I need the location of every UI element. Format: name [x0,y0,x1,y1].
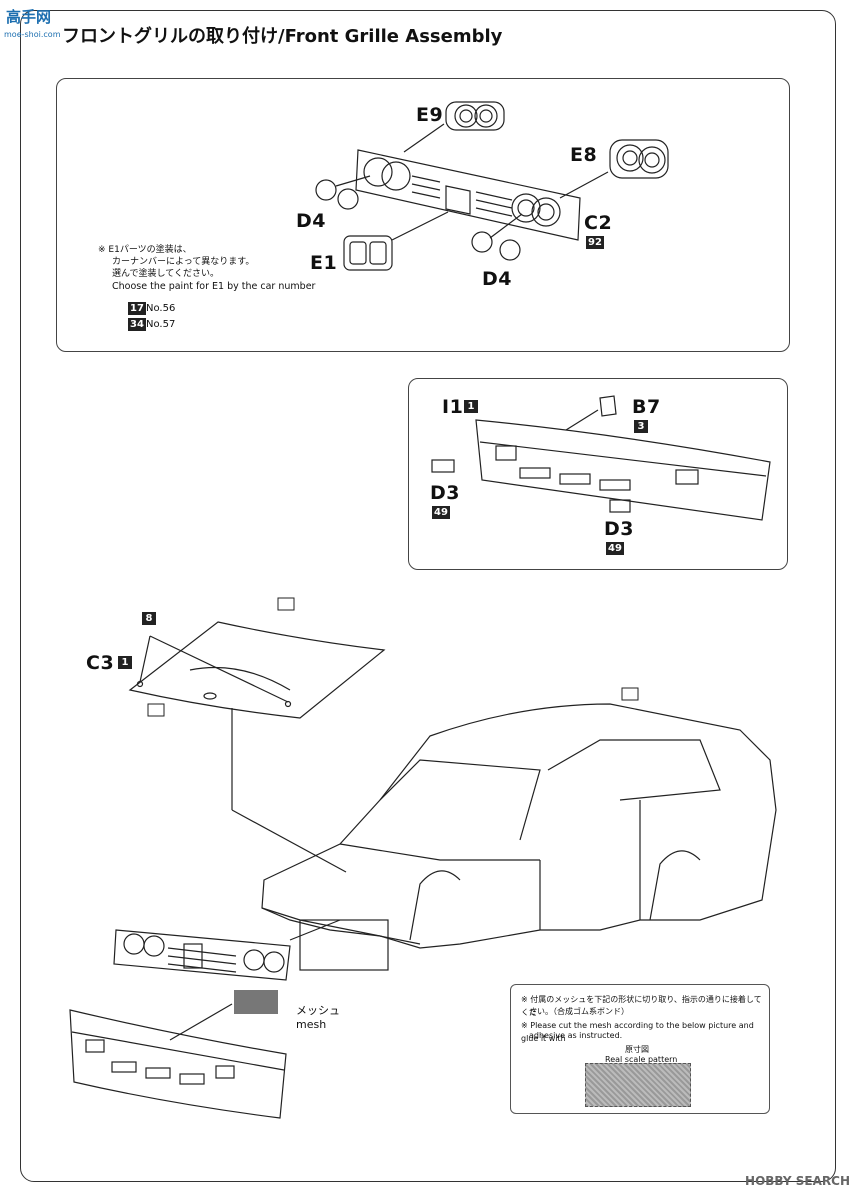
paint-swatch-icons [147,597,639,717]
label-e1: E1 [310,252,338,274]
car-number-badge-2: 34 [128,318,146,331]
label-d3-right: D3 [604,518,634,540]
label-d4-left: D4 [296,210,326,232]
car-number-badge-1: 17 [128,302,146,315]
mesh-scale-pattern [585,1063,691,1107]
front-bumper-part [475,419,771,521]
paint-note-line-3: 選んで塗装してください。 [112,269,220,279]
note-jp-line-2: さい。（合成ゴム系ボンド） [529,1007,629,1016]
e8-bezel [609,139,669,179]
bumper-part-lower [69,1009,287,1119]
badge-i1: 1 [464,400,478,413]
bumper-panel [408,378,788,570]
page-frame [20,10,836,1182]
badge-c3: 1 [118,656,132,669]
paint-note-line-4: Choose the paint for E1 by the car numbe… [112,281,316,292]
badge-d3-right: 49 [606,542,624,555]
watermark-logo: 高手网 [6,8,52,26]
label-i1: I1 [442,396,464,418]
watermark-source: HOBBY SEARCH [745,1174,850,1188]
car-number-text-1: No.56 [146,303,176,314]
badge-hood-pins: 8 [142,612,156,625]
paint-note-line-1: ※ E1パーツの塗装は、 [98,245,192,255]
car-number-text-2: No.57 [146,319,176,330]
badge-c2: 92 [586,236,604,249]
watermark-url: moe-shoi.com [4,30,61,39]
badge-d3-left: 49 [432,506,450,519]
note-jp-line-1: ※ 付属のメッシュを下記の形状に切り取り、指示の通りに接着してくだ [521,995,762,1017]
front-grille [355,149,581,241]
note-en-line-2: adhesive as instructed. [529,1031,623,1040]
mesh-label-en: mesh [296,1018,327,1031]
hood-part [128,621,386,719]
badge-b7: 3 [634,420,648,433]
grille-part-lower [113,929,291,981]
car-body [261,703,777,971]
label-d3-left: D3 [430,482,460,504]
mesh-swatch [234,990,278,1014]
pattern-title-jp: 原寸図 [625,1045,649,1054]
label-e9: E9 [416,104,444,126]
mesh-instruction-box: ※ 付属のメッシュを下記の形状に切り取り、指示の通りに接着してくだ さい。（合成… [510,984,770,1114]
paint-note-line-2: カーナンバーによって異なります。 [112,257,255,267]
mesh-label-jp: メッシュ [296,1004,340,1017]
pattern-title-en: Real scale pattern [605,1055,678,1064]
e9-bezel [445,101,505,131]
label-c2: C2 [584,212,613,234]
label-d4-right: D4 [482,268,512,290]
grille-panel [56,78,790,352]
note-en-line-1: ※ Please cut the mesh according to the b… [521,1021,754,1043]
page-title: フロントグリルの取り付け/Front Grille Assembly [62,26,503,47]
label-b7: B7 [632,396,661,418]
label-e8: E8 [570,144,598,166]
label-c3: C3 [86,652,115,674]
